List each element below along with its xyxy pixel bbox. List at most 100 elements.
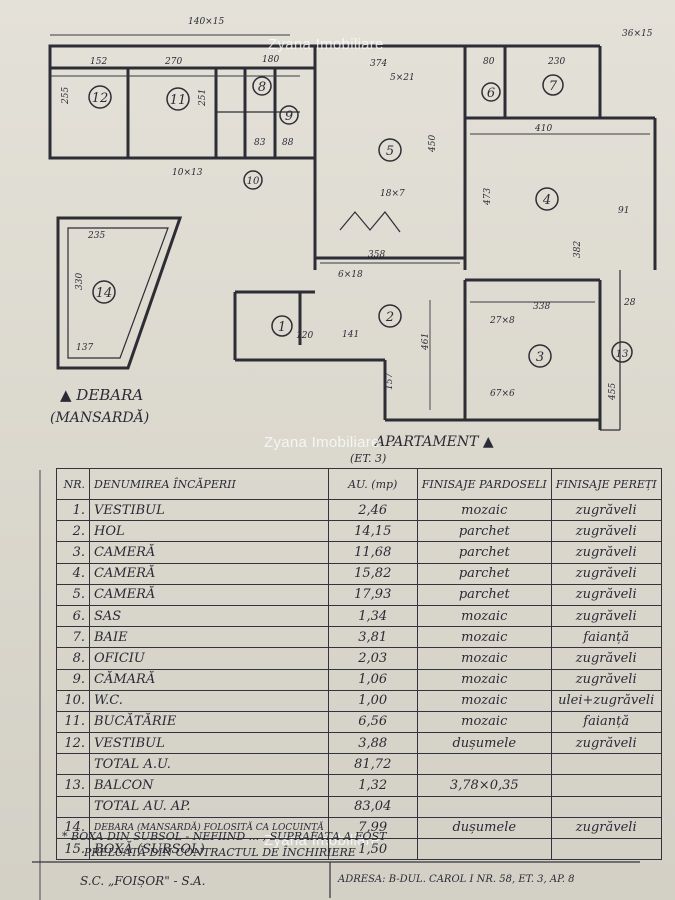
cell-wall-finish: zugrăveli <box>550 583 662 606</box>
cell-name: TOTAL A.U. <box>89 753 329 776</box>
cell-floor-finish: dușumele <box>416 732 552 755</box>
cell-name: SAS <box>89 604 329 628</box>
room-number-9: 9 <box>285 109 293 124</box>
cell-wall-finish <box>550 753 662 776</box>
cell-area: 1,50 <box>327 837 418 861</box>
dim-80: 80 <box>483 57 495 67</box>
cell-area: 81,72 <box>327 753 418 776</box>
cell-floor-finish: dușumele <box>416 816 552 840</box>
cell-wall-finish: zugrăveli <box>550 816 662 840</box>
cell-floor-finish: mozaic <box>416 710 552 734</box>
room-number-12: 12 <box>92 91 109 106</box>
cell-name: BUCĂTĂRIE <box>89 710 329 734</box>
room-number-5: 5 <box>386 144 394 159</box>
dim-157: 157 <box>385 373 395 390</box>
dim-140x15: 140×15 <box>188 17 224 27</box>
cell-name: VESTIBUL <box>89 498 329 522</box>
wall-debara <box>56 216 183 370</box>
cell-floor-finish <box>416 753 552 776</box>
cell-area: 1,00 <box>327 689 418 712</box>
footer-frame <box>32 861 640 898</box>
cell-nr: 9. <box>56 668 90 691</box>
room-number-6: 6 <box>487 86 495 101</box>
cell-floor-finish: parchet <box>416 562 552 585</box>
cell-nr: 15. <box>56 837 90 861</box>
dim-91: 91 <box>618 206 629 216</box>
table-row: TOTAL A.U.81,72 <box>56 753 662 776</box>
room-marker-11 <box>166 87 190 111</box>
mansarda-label: (MANSARDĂ) <box>50 408 149 426</box>
room-number-8: 8 <box>258 80 266 95</box>
cell-nr: 13. <box>56 774 90 797</box>
dim-18x7: 18×7 <box>380 189 405 199</box>
cell-nr <box>56 795 90 818</box>
header-floor-finish: FINISAJE PARDOSELI <box>416 468 552 500</box>
dim-450: 450 <box>428 135 438 153</box>
cell-nr: 11. <box>56 710 90 734</box>
cell-nr: 6. <box>56 604 90 628</box>
cell-wall-finish: faianță <box>550 710 662 734</box>
door-swing <box>339 211 401 233</box>
dim-270: 270 <box>164 57 182 67</box>
cell-nr: 12. <box>56 732 90 755</box>
cell-floor-finish: mozaic <box>416 668 552 691</box>
header-nr: NR. <box>56 468 90 500</box>
room-marker-10 <box>243 170 263 190</box>
dim-137: 137 <box>76 343 93 353</box>
room-marker-12 <box>88 85 112 109</box>
dim-338: 338 <box>533 302 550 312</box>
room-marker-7 <box>542 74 564 96</box>
cell-floor-finish <box>416 795 552 818</box>
table-header-row: NR. DENUMIREA ÎNCĂPERII AU. (mp) FINISAJ… <box>56 468 662 500</box>
plan-captions: ▲ DEBARA (MANSARDĂ) APARTAMENT ▲ (ET. 3) <box>50 386 494 465</box>
cell-name: CĂMARĂ <box>89 668 329 691</box>
header-wall-finish: FINISAJE PEREȚI <box>550 468 662 500</box>
dim-10x13: 10×13 <box>172 168 203 178</box>
apartment-label: APARTAMENT ▲ <box>373 434 494 450</box>
dim-358: 358 <box>368 250 385 260</box>
cell-area: 2,46 <box>327 498 418 522</box>
cell-wall-finish <box>550 795 662 818</box>
cell-name: BOXĂ (SUBSOL) <box>89 837 329 861</box>
table-row: 15.BOXĂ (SUBSOL)1,50 <box>56 837 662 861</box>
cell-name: HOL <box>89 520 329 543</box>
dim-180: 180 <box>262 55 279 65</box>
footer-company: S.C. „FOIȘOR" - S.A. <box>80 874 206 888</box>
dimension-lines <box>39 34 650 900</box>
dim-230: 230 <box>547 57 565 67</box>
room-marker-6 <box>481 82 501 102</box>
cell-name: OFICIU <box>89 647 329 670</box>
room-number-2: 2 <box>385 310 394 325</box>
cell-wall-finish: zugrăveli <box>550 562 662 585</box>
room-marker-3 <box>528 344 552 368</box>
cell-wall-finish: zugrăveli <box>550 498 662 522</box>
dim-473: 473 <box>483 188 493 206</box>
cell-area: 1,32 <box>327 774 418 797</box>
room-marker-2 <box>378 304 402 328</box>
cell-area: 2,03 <box>327 647 418 670</box>
footer-address: ADRESA: B-DUL. CAROL I NR. 58, ET. 3, AP… <box>338 874 575 885</box>
cell-area: 1,34 <box>327 604 418 628</box>
cell-floor-finish: mozaic <box>416 647 552 670</box>
dim-382: 382 <box>573 241 583 258</box>
room-number-3: 3 <box>536 350 544 365</box>
header-name: DENUMIREA ÎNCĂPERII <box>89 468 329 500</box>
cell-floor-finish: mozaic <box>416 604 552 628</box>
cell-wall-finish: faianță <box>550 626 662 649</box>
floor-label: (ET. 3) <box>350 452 386 465</box>
room-marker-13 <box>611 341 633 363</box>
cell-name: BAIE <box>89 626 329 649</box>
dim-251: 251 <box>198 89 208 107</box>
cell-floor-finish: parchet <box>416 520 552 543</box>
room-marker-8 <box>252 76 272 96</box>
